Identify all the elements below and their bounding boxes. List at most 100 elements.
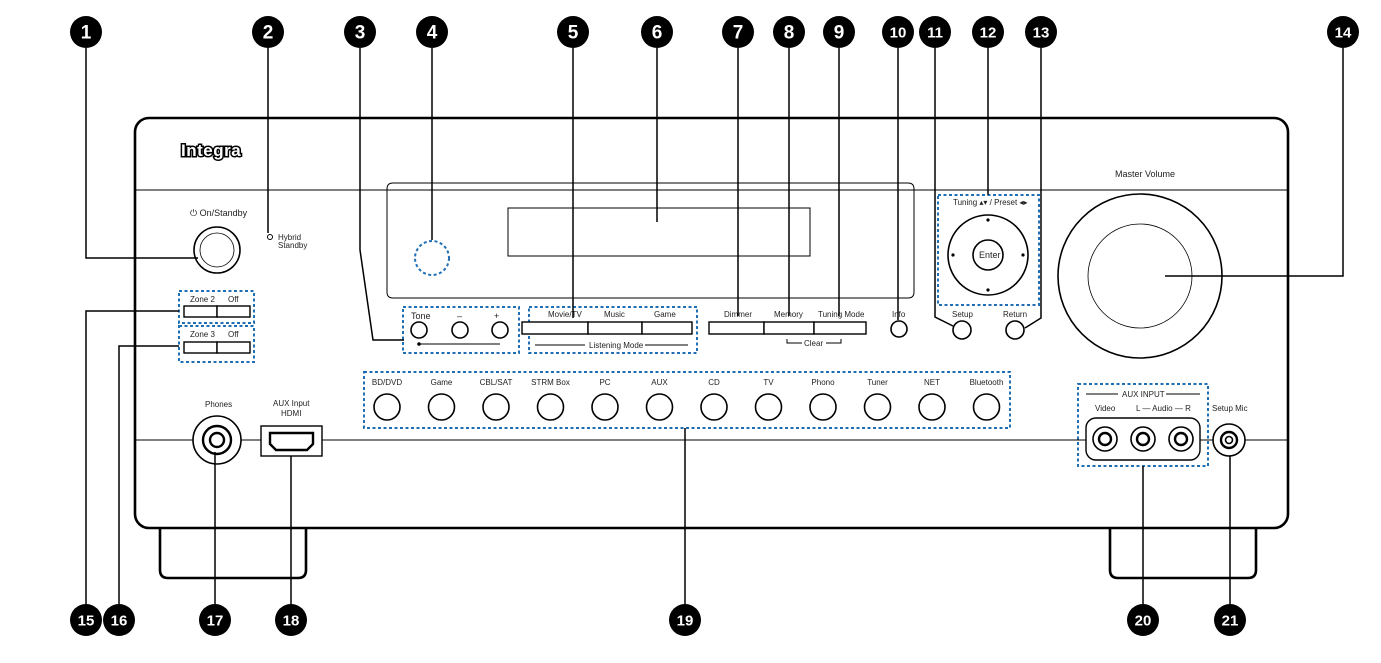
zone2-off-button[interactable]: [216, 305, 251, 318]
callout-number-9: 9: [834, 23, 845, 44]
enter-label: Enter: [979, 250, 1001, 260]
callout-number-4: 4: [427, 23, 438, 44]
standby-label: Standby: [278, 241, 307, 250]
callout-badge-13: [1025, 16, 1057, 48]
setup-button[interactable]: [952, 320, 972, 340]
hdmi-port[interactable]: [268, 431, 315, 452]
music-label: Music: [604, 310, 625, 319]
tone-plus-button[interactable]: [491, 321, 509, 339]
callout-number-14: 14: [1335, 25, 1352, 42]
input-button-bd-dvd[interactable]: [373, 393, 401, 421]
zone3-label: Zone 3: [190, 330, 215, 339]
zone2-off-label: Off: [228, 295, 239, 304]
tone-button[interactable]: [410, 321, 428, 339]
callout-number-11: 11: [927, 25, 943, 42]
callout-badge-12: [972, 16, 1004, 48]
callout-number-16: 16: [111, 613, 128, 630]
video-label: Video: [1095, 404, 1116, 413]
input-button-tv[interactable]: [754, 393, 783, 421]
callout-badge-18: [275, 604, 307, 636]
input-button-cd[interactable]: [700, 393, 728, 421]
input-button-phono[interactable]: [809, 393, 837, 421]
input-label-cd: CD: [708, 378, 720, 387]
input-button-cbl-sat[interactable]: [482, 393, 510, 421]
callout-number-5: 5: [568, 23, 579, 44]
input-button-game[interactable]: [427, 393, 456, 421]
brand-logo: Integra: [181, 141, 241, 160]
input-button-aux[interactable]: [645, 393, 674, 421]
zone2-button[interactable]: [183, 305, 218, 318]
aux-input-av-label: AUX INPUT: [1122, 390, 1165, 399]
callout-badge-3: [344, 16, 376, 48]
callout-number-19: 19: [677, 613, 694, 630]
callout-badge-10: [882, 16, 914, 48]
zone3-button[interactable]: [183, 341, 218, 354]
callout-badge-8: [773, 16, 805, 48]
listening-mode-label: Listening Mode: [589, 341, 644, 350]
callout-leader-lines: [85, 48, 1344, 618]
info-button[interactable]: [890, 320, 908, 338]
callout-badge-19: [669, 604, 701, 636]
movie-tv-button[interactable]: [521, 321, 589, 335]
callout-number-8: 8: [784, 23, 795, 44]
info-label: Info: [892, 310, 906, 319]
callout-number-6: 6: [652, 23, 663, 44]
zone2-label: Zone 2: [190, 295, 215, 304]
dimmer-button[interactable]: [708, 321, 765, 335]
zone3-off-button[interactable]: [216, 341, 251, 354]
callout-number-20: 20: [1135, 613, 1152, 630]
input-button-strm-box[interactable]: [536, 393, 565, 421]
clear-label: Clear: [804, 339, 823, 348]
movie-tv-label: Movie/TV: [548, 310, 582, 319]
callout-badge-11: [919, 16, 951, 48]
listening-mode-highlight: [528, 306, 698, 354]
input-button-bluetooth[interactable]: [972, 393, 1001, 421]
game-mode-button[interactable]: [641, 321, 693, 335]
callout-badge-16: [103, 604, 135, 636]
game-mode-label: Game: [654, 310, 676, 319]
input-button-tuner[interactable]: [863, 393, 892, 421]
callout-number-1: 1: [81, 23, 92, 44]
setup-mic-label: Setup Mic: [1212, 404, 1248, 413]
hybrid-label: Hybrid: [278, 233, 301, 242]
display-window: [386, 182, 915, 299]
callout-badge-4: [416, 16, 448, 48]
callout-number-13: 13: [1033, 25, 1050, 42]
tuning-preset-label: Tuning ▴▾ / Preset ◂▸: [953, 198, 1027, 207]
tone-minus-button[interactable]: [451, 321, 469, 339]
memory-button[interactable]: [763, 321, 815, 335]
return-button[interactable]: [1005, 320, 1025, 340]
callout-number-12: 12: [980, 25, 997, 42]
aux-av-jacks: [1092, 426, 1194, 452]
tone-label: Tone: [411, 311, 431, 321]
callout-number-18: 18: [283, 613, 300, 630]
input-label-tv: TV: [763, 378, 774, 387]
input-label-pc: PC: [599, 378, 610, 387]
callout-number-10: 10: [890, 25, 907, 42]
receiver-feet: [158, 528, 1258, 580]
remote-sensor: [414, 240, 450, 276]
on-standby-label: ⏻ On/Standby: [190, 208, 248, 218]
tuning-mode-button[interactable]: [813, 321, 867, 335]
callout-number-7: 7: [733, 23, 744, 44]
callout-badge-1: [70, 16, 102, 48]
tuning-mode-label: Tuning Mode: [818, 310, 865, 319]
callout-badge-6: [641, 16, 673, 48]
input-label-net: NET: [924, 378, 940, 387]
callout-badge-2: [252, 16, 284, 48]
input-button-net[interactable]: [918, 393, 946, 421]
callout-number-17: 17: [207, 613, 224, 630]
tone-highlight: [402, 306, 520, 354]
input-label-bd-dvd: BD/DVD: [372, 378, 402, 387]
input-button-pc[interactable]: [591, 393, 619, 421]
aux-input-hdmi-label: AUX Input: [273, 399, 310, 408]
callout-badge-14: [1327, 16, 1359, 48]
callout-badge-15: [70, 604, 102, 636]
music-button[interactable]: [587, 321, 643, 335]
plus-label: +: [494, 311, 499, 321]
enter-button[interactable]: [972, 239, 1004, 271]
hybrid-standby-indicator: [267, 234, 273, 240]
callout-badge-17: [199, 604, 231, 636]
